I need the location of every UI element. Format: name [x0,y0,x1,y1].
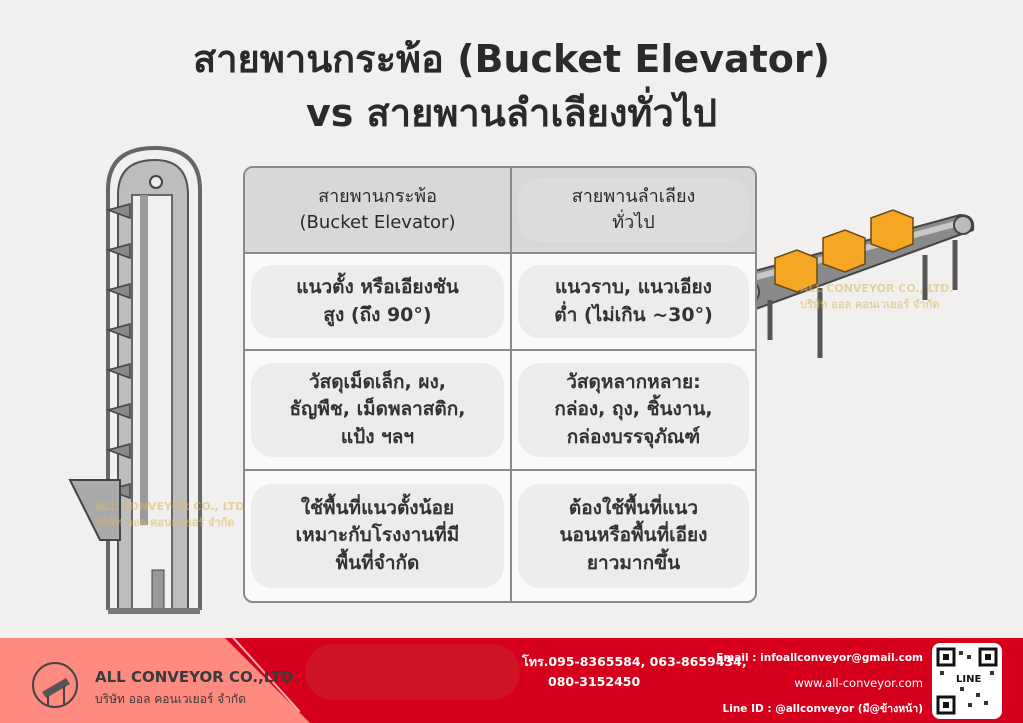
qr-label: LINE [954,674,984,685]
cell-text: วัสดุเม็ดเล็ก, ผง, ธัญพืช, เม็ดพลาสติก, … [251,363,504,457]
cell-direction-conveyor: แนวราบ, แนวเอียง ต่ำ (ไม่เกิน ~30°) [512,254,755,351]
header-general-conveyor: สายพานลำเลียง ทั่วไป [512,168,755,254]
phone-numbers: โทร.095-8365584, 063-8659434, [522,654,747,669]
header-bucket-elevator: สายพานกระพ้อ (Bucket Elevator) [245,168,512,254]
email[interactable]: Email : infoallconveyor@gmail.com [716,652,923,664]
comparison-table: สายพานกระพ้อ (Bucket Elevator) สายพานลำเ… [243,166,757,603]
company-name-thai: บริษัท ออล คอนเวเยอร์ จำกัด [95,692,246,706]
header-text: สายพานลำเลียง ทั่วไป [518,178,749,242]
cell-material-bucket: วัสดุเม็ดเล็ก, ผง, ธัญพืช, เม็ดพลาสติก, … [245,351,512,471]
watermark-logo: ALL CONVEYOR CO., LTD.บริษัท ออล คอนเวเย… [95,500,249,529]
phone-numbers-2: 080-3152450 [548,674,641,689]
header-text: สายพานกระพ้อ (Bucket Elevator) [299,185,456,233]
title-line-1: สายพานกระพ้อ (Bucket Elevator) [193,37,830,81]
line-id: Line ID : @allconveyor (มี@ข้างหน้า) [722,703,923,715]
footer: ALL CONVEYOR CO.,LTD. บริษัท ออล คอนเวเย… [0,636,1023,723]
cell-text: ใช้พื้นที่แนวตั้งน้อย เหมาะกับโรงงานที่ม… [251,484,504,588]
cell-text: แนวตั้ง หรือเอียงชัน สูง (ถึง 90°) [251,264,504,339]
company-name: ALL CONVEYOR CO.,LTD. [95,668,300,686]
watermark-logo: ALL CONVEYOR CO., LTD.บริษัท ออล คอนเวเย… [800,282,954,311]
belt-conveyor-illustration [734,209,975,358]
cell-text: แนวราบ, แนวเอียง ต่ำ (ไม่เกิน ~30°) [518,264,749,339]
cell-space-conveyor: ต้องใช้พื้นที่แนว นอนหรือพื้นที่เอียง ยา… [512,471,755,601]
cell-text: วัสดุหลากหลาย: กล่อง, ถุง, ชิ้นงาน, กล่อ… [518,363,749,457]
bucket-elevator-illustration [68,145,202,614]
company-logo-icon [32,662,78,708]
title-line-2: vs สายพานลำเลียงทั่วไป [305,91,718,135]
qr-code-icon [936,647,998,715]
cell-space-bucket: ใช้พื้นที่แนวตั้งน้อย เหมาะกับโรงงานที่ม… [245,471,512,601]
cell-text: ต้องใช้พื้นที่แนว นอนหรือพื้นที่เอียง ยา… [518,484,749,588]
cell-direction-bucket: แนวตั้ง หรือเอียงชัน สูง (ถึง 90°) [245,254,512,351]
cell-material-conveyor: วัสดุหลากหลาย: กล่อง, ถุง, ชิ้นงาน, กล่อ… [512,351,755,471]
website-link[interactable]: www.all-conveyor.com [794,676,923,690]
line-qr-code[interactable]: LINE [932,643,1002,719]
